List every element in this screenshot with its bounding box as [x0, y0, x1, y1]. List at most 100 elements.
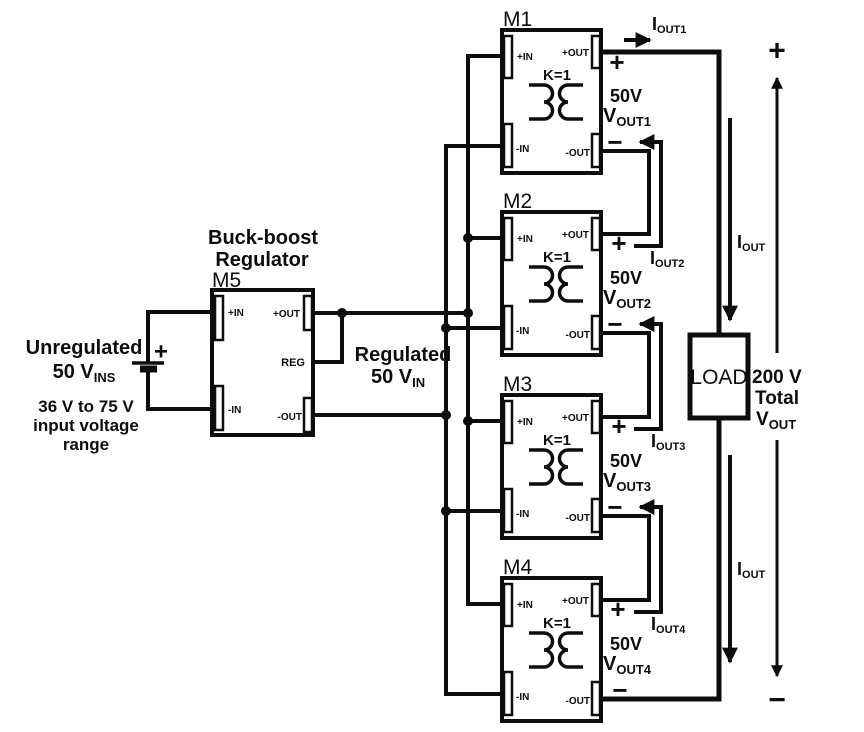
module-name: M4	[503, 556, 532, 579]
wire-bottom-rail	[600, 418, 722, 702]
regulator-pin-label-reg: REG	[281, 357, 305, 369]
total-voltage-word: Total	[755, 388, 799, 409]
transformer-icon	[529, 83, 583, 121]
total-voltage-value: 200 V	[752, 367, 802, 388]
junction-dot	[463, 308, 473, 318]
pin-label-pos-in: +IN	[517, 600, 533, 611]
pin-pos-out	[590, 582, 602, 618]
pin-label-neg-in: -IN	[516, 692, 529, 703]
pin-label-pos-in: +IN	[517, 417, 533, 428]
module-vout-label: VOUT1	[603, 105, 651, 129]
regulator-pin-neg-in	[213, 384, 225, 432]
module-m4: M4 +IN +OUT -IN -OUT K=1 50V VOUT4 IOUT4…	[500, 556, 686, 723]
module-voltage: 50V	[610, 268, 642, 288]
pin-label-pos-out: +OUT	[562, 596, 589, 607]
regulator-pin-label-pos-out: +OUT	[273, 309, 300, 320]
pin-neg-in	[502, 122, 514, 169]
total-plus-sign: +	[768, 35, 786, 68]
module-vout-label: VOUT2	[603, 287, 651, 311]
junction-dot	[463, 416, 473, 426]
regulator-title-line1: Buck-boost	[208, 227, 318, 249]
current-arrow-iout4	[634, 499, 663, 614]
pin-label-neg-in: -IN	[516, 326, 529, 337]
junction-dot	[441, 323, 451, 333]
pin-pos-in	[502, 216, 514, 262]
module-vout-label: VOUT4	[603, 653, 652, 677]
pin-pos-out	[590, 216, 602, 252]
pin-label-pos-in: +IN	[517, 52, 533, 63]
transformer-icon	[529, 265, 583, 303]
pin-label-neg-out: -OUT	[566, 330, 590, 341]
wire-top-rail	[600, 49, 722, 335]
regulator-pin-label-neg-in: -IN	[228, 405, 241, 416]
wire-battery-negative	[146, 369, 215, 411]
load-label: LOAD	[690, 366, 747, 389]
regulator-pin-neg-out	[302, 396, 314, 434]
wire-reg-feedback	[313, 313, 344, 364]
coupling-label: K=1	[543, 615, 571, 632]
module-vout-label: VOUT3	[603, 470, 651, 494]
module-box	[500, 28, 603, 175]
unregulated-value: 50 VINS	[53, 361, 116, 385]
module-iout-label: IOUT1	[652, 14, 686, 36]
battery-plus-sign: +	[154, 339, 168, 366]
junction-dot	[337, 308, 347, 318]
wire-battery-positive	[146, 310, 215, 363]
wire-link-m3-m4	[600, 514, 651, 602]
current-arrow-iout2	[634, 134, 663, 248]
module-box	[500, 210, 603, 357]
series-links	[600, 32, 722, 702]
module-voltage: 50V	[610, 451, 642, 471]
module-m2: M2 +IN +OUT -IN -OUT K=1 50V VOUT2 IOUT2…	[500, 190, 684, 357]
pin-pos-out	[590, 399, 602, 435]
coupling-label: K=1	[543, 432, 571, 449]
regulator-pin-label-pos-in: +IN	[228, 308, 244, 319]
pin-pos-out	[590, 34, 602, 70]
transformer-icon	[529, 631, 583, 669]
pin-pos-in	[502, 399, 514, 445]
module-voltage: 50V	[610, 634, 642, 654]
regulated-value: 50 VIN	[371, 366, 425, 390]
load-section: IOUT IOUT LOAD 200 V Total VOUT + −	[687, 35, 802, 717]
junction-dot	[441, 410, 451, 420]
pin-neg-in	[502, 487, 514, 534]
input-range-line3: range	[63, 435, 109, 454]
regulator-title-line2: Regulator	[215, 249, 309, 271]
module-iout-label: IOUT3	[651, 431, 685, 453]
pin-label-pos-out: +OUT	[562, 413, 589, 424]
module-m3: M3 +IN +OUT -IN -OUT K=1 50V VOUT3 IOUT3…	[500, 373, 685, 540]
input-source-section: + Unregulated 50 VINS 36 V to 75 V input…	[26, 310, 215, 454]
wire-link-m2-m3	[600, 331, 651, 419]
pin-label-neg-out: -OUT	[566, 696, 590, 707]
pin-neg-in	[502, 670, 514, 717]
pin-neg-out	[590, 314, 602, 351]
regulator-pin-pos-in	[213, 294, 225, 342]
pin-neg-out	[590, 680, 602, 717]
regulated-label: Regulated	[355, 344, 452, 366]
module-name: M2	[503, 190, 532, 213]
current-arrow-iout3	[634, 316, 663, 431]
pin-pos-in	[502, 34, 514, 80]
coupling-label: K=1	[543, 67, 571, 84]
load-box	[687, 332, 751, 421]
junction-dot	[463, 233, 473, 243]
coupling-label: K=1	[543, 249, 571, 266]
pin-neg-out	[590, 132, 602, 169]
module-box	[500, 393, 603, 540]
regulator-pin-pos-out	[302, 294, 314, 332]
input-range-line2: input voltage	[33, 416, 139, 435]
regulator-box	[210, 288, 315, 437]
module-name: M1	[503, 8, 532, 31]
total-vout-label: VOUT	[756, 409, 796, 432]
input-range-line1: 36 V to 75 V	[38, 397, 134, 416]
unregulated-title: Unregulated	[26, 337, 143, 359]
pin-label-neg-in: -IN	[516, 144, 529, 155]
pin-neg-out	[590, 497, 602, 534]
module-voltage: 50V	[610, 86, 642, 106]
pin-label-neg-out: -OUT	[566, 513, 590, 524]
module-box	[500, 576, 603, 723]
regulator-name: M5	[212, 269, 241, 292]
regulated-bus: Regulated 50 VIN	[313, 54, 506, 696]
pin-label-pos-out: +OUT	[562, 230, 589, 241]
